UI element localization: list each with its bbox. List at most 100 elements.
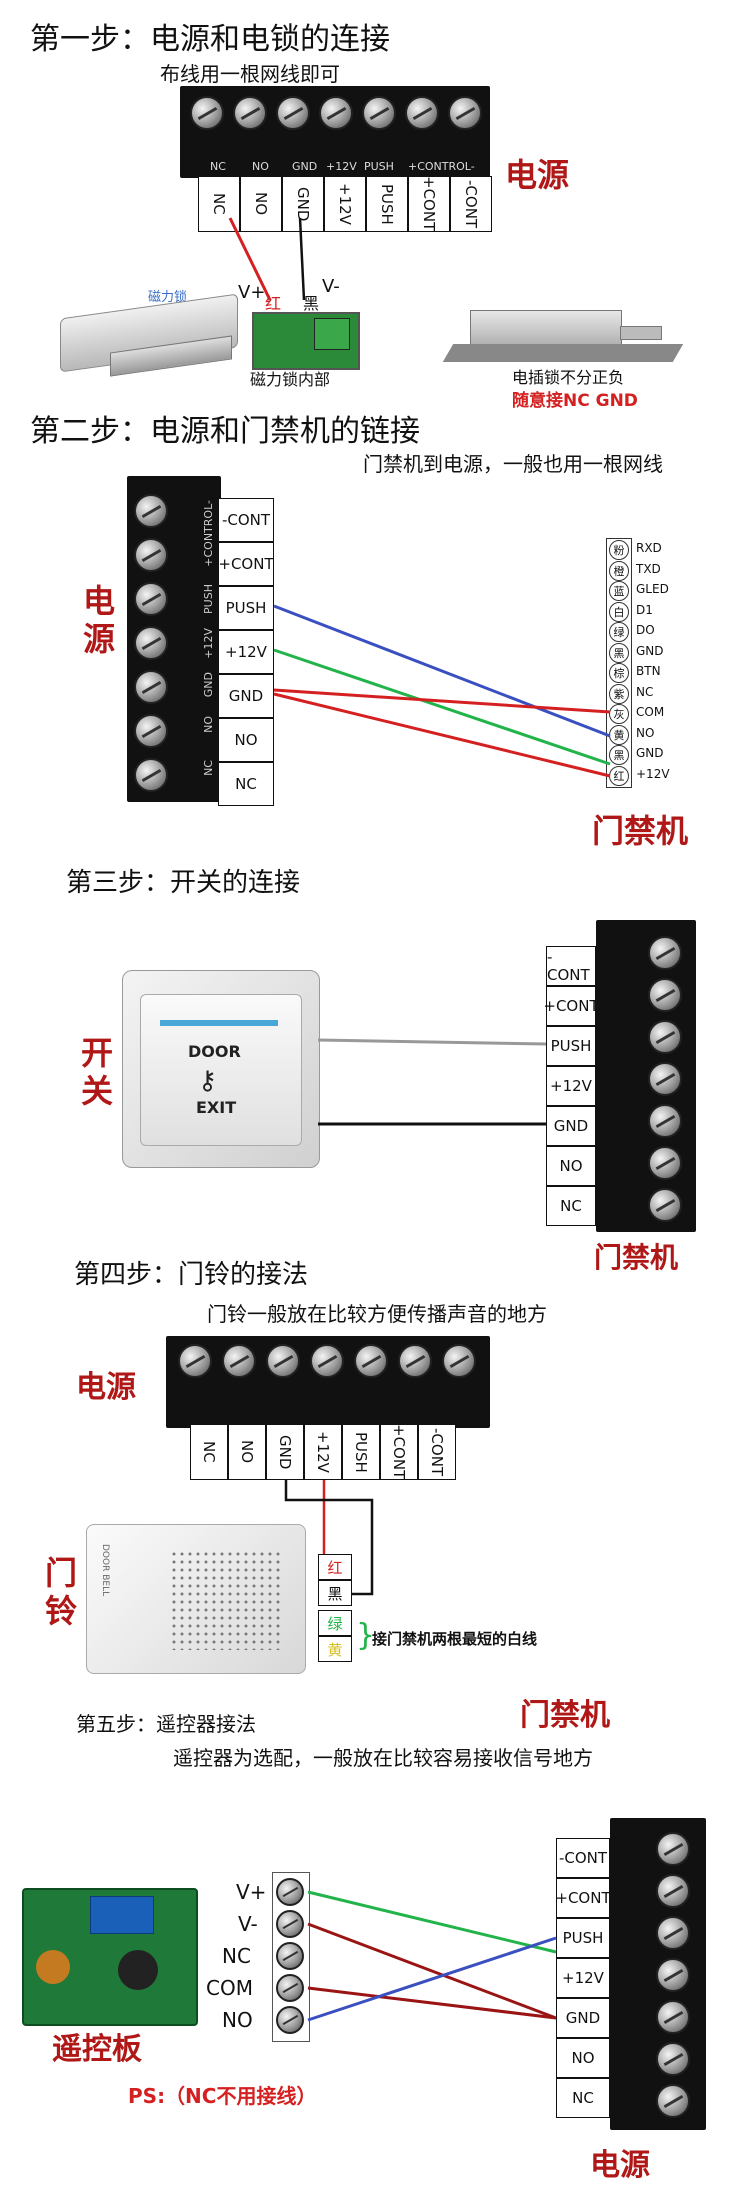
controller-wire-color: 棕 — [609, 663, 629, 683]
v-plus-label: V+ — [238, 282, 266, 303]
controller-pin-label: GND — [636, 643, 664, 658]
door-text: DOOR — [188, 1042, 241, 1061]
step3-controller-label: 门禁机 — [594, 1241, 679, 1274]
capacitor — [118, 1950, 158, 1990]
step5-wire-darkred-1 — [307, 1922, 557, 2020]
step5-wire-darkred-2 — [307, 1986, 557, 2020]
controller-pin-label: GND — [636, 746, 664, 760]
step2-title: 第二步：电源和门禁机的链接 — [30, 414, 420, 449]
step2-label-12v: +12V — [218, 630, 274, 674]
step2-wire-blue — [273, 604, 611, 738]
bolt-lock-pin — [620, 326, 662, 340]
step3-wire-gray — [317, 1038, 547, 1046]
controller-wire-color: 黄 — [609, 724, 629, 745]
step4-label-pcont: +CONT — [390, 1424, 408, 1480]
step2-label-push: PUSH — [218, 586, 274, 630]
step5-wire-green — [307, 1890, 557, 1954]
strip-label-gnd: GND — [292, 160, 318, 173]
step3-label-12v: +12V — [546, 1066, 596, 1106]
step2-wire-green — [273, 648, 611, 766]
strip-label-12v: +12V — [326, 160, 357, 173]
switch-label: 开关 — [76, 1036, 114, 1112]
controller-wire-color: 绿 — [609, 622, 629, 642]
step2-label-ncont: -CONT — [218, 498, 274, 542]
remote-pin-nc: NC — [222, 1944, 251, 1968]
label-ncont: -CONT — [462, 179, 480, 229]
v-minus-label: V- — [322, 276, 340, 297]
step5-wire-blue — [307, 1936, 557, 2022]
bell-label: 门铃 — [40, 1556, 78, 1632]
step5-label-no: NO — [556, 2038, 610, 2078]
step3-label-nc: NC — [546, 1186, 596, 1226]
controller-wire-color: 白 — [609, 601, 629, 622]
step3-label-no: NO — [546, 1146, 596, 1186]
bolt-lock-plate — [442, 344, 684, 362]
label-push: PUSH — [378, 183, 396, 225]
lock-inside-label: 磁力锁内部 — [250, 370, 331, 389]
doorbell-speaker-grille — [170, 1550, 280, 1650]
controller-pin-label: D1 — [636, 602, 653, 617]
strip-label-control: +CONTROL- — [408, 160, 475, 173]
step1-subtitle: 布线用一根网线即可 — [160, 62, 340, 86]
strip-label-push: PUSH — [364, 160, 394, 173]
step5-label-12v: +12V — [556, 1958, 610, 1998]
relay-image — [90, 1896, 154, 1934]
step1-power-label: 电源 — [505, 156, 570, 194]
controller-pin-label: RXD — [636, 541, 662, 555]
step4-label-12v: +12V — [314, 1431, 332, 1473]
step2-strip-nc: NC — [202, 760, 215, 776]
step2-strip-gnd: GND — [202, 672, 215, 698]
step4-label-gnd: GND — [276, 1434, 294, 1470]
lock-inside-terminal — [314, 318, 350, 350]
switch-indicator — [160, 1020, 278, 1026]
label-nc: NC — [210, 193, 228, 215]
step2-label-pcont: +CONT — [218, 542, 274, 586]
step2-label-nc: NC — [218, 762, 274, 806]
bracket-icon: } — [356, 1618, 376, 1653]
strip-label-no: NO — [252, 160, 269, 173]
remote-pin-vminus: V- — [238, 1912, 258, 1936]
exit-switch-button[interactable] — [140, 994, 302, 1146]
controller-wire-color: 黑 — [609, 642, 629, 663]
step1-title: 第一步：电源和电锁的连接 — [30, 22, 390, 57]
step4-label-no: NO — [238, 1440, 256, 1464]
step4-subtitle: 门铃一般放在比较方便传播声音的地方 — [207, 1302, 547, 1326]
bolt-note-2: 随意接NC GND — [512, 391, 638, 411]
controller-pin-label: GLED — [636, 582, 669, 596]
controller-wire-color: 粉 — [609, 540, 629, 560]
controller-pin-label: NC — [636, 684, 654, 699]
controller-wire-color: 蓝 — [609, 581, 629, 601]
step4-controller-label: 门禁机 — [520, 1698, 610, 1733]
step4-title: 第四步：门铃的接法 — [74, 1260, 309, 1290]
step5-label-nc: NC — [556, 2078, 610, 2118]
step4-label-ncont: -CONT — [428, 1427, 446, 1477]
step2-strip-12v: +12V — [202, 628, 215, 659]
step2-wire-red-2 — [273, 692, 611, 778]
step2-strip-control: +CONTROL- — [202, 500, 215, 567]
step2-power-label: 电源 — [78, 584, 116, 660]
remote-pin-vplus: V+ — [236, 1880, 267, 1904]
step2-subtitle: 门禁机到电源，一般也用一根网线 — [363, 452, 663, 476]
step2-controller-label: 门禁机 — [592, 812, 689, 850]
step5-label-push: PUSH — [556, 1918, 610, 1958]
bell-wire-red: 红 — [318, 1554, 352, 1580]
controller-wire-color: 红 — [609, 765, 629, 786]
step5-label-pcont: +CONT — [555, 1878, 611, 1918]
step5-label-ncont: -CONT — [556, 1838, 610, 1878]
step2-strip-push: PUSH — [202, 584, 215, 614]
bell-note: 接门禁机两根最短的白线 — [372, 1630, 538, 1648]
step3-label-push: PUSH — [546, 1026, 596, 1066]
step4-power-label: 电源 — [76, 1370, 136, 1405]
remote-pin-com: COM — [206, 1976, 253, 2000]
strip-label-nc: NC — [210, 160, 226, 173]
step2-label-gnd: GND — [218, 674, 274, 718]
step2-wire-red-1 — [273, 688, 611, 714]
step2-strip-no: NO — [202, 716, 215, 733]
bell-wire-yellow: 黄 — [318, 1636, 352, 1662]
step5-title: 第五步：遥控器接法 — [76, 1712, 256, 1736]
exit-text: EXIT — [196, 1098, 237, 1117]
ps-note: PS:（NC不用接线） — [128, 2084, 317, 2108]
label-12v: +12V — [336, 183, 354, 225]
step2-label-no: NO — [218, 718, 274, 762]
step4-label-push: PUSH — [352, 1431, 370, 1473]
